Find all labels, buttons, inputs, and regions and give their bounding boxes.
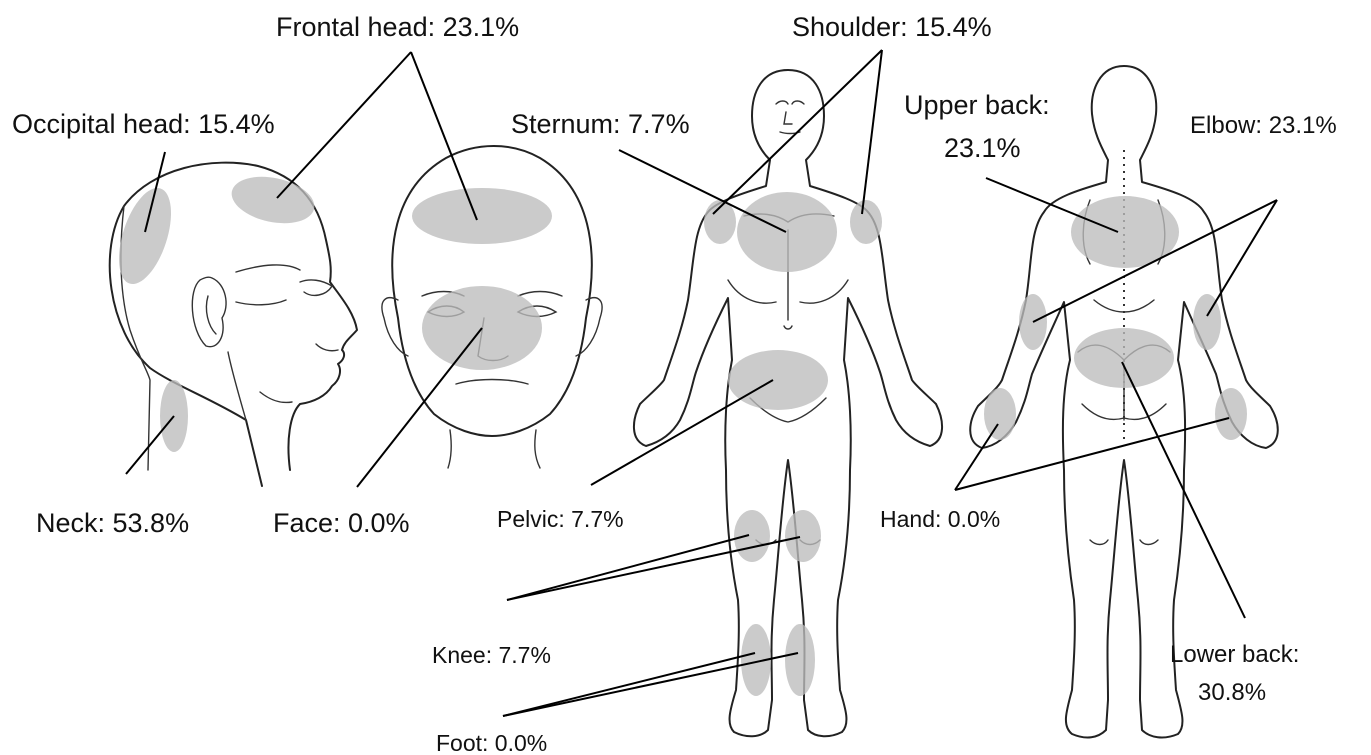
label-pelvic: Pelvic: 7.7% (497, 506, 624, 532)
label-foot: Foot: 0.0% (436, 730, 547, 755)
pain-area-foot-left (785, 624, 815, 696)
pain-area-knee-left (785, 510, 821, 562)
label-upper-back-line2: 23.1% (944, 133, 1021, 163)
leader-knee-right (507, 535, 749, 600)
pain-area-elbow-left (1193, 294, 1221, 350)
leader-pelvic (591, 380, 773, 485)
label-neck: Neck: 53.8% (36, 508, 189, 538)
label-frontal-head: Frontal head: 23.1% (276, 12, 519, 42)
head-side-view (109, 163, 357, 486)
pain-area-lower-back (1074, 328, 1174, 388)
pain-area-occipital-head (109, 182, 182, 291)
label-hand: Hand: 0.0% (880, 506, 1000, 532)
leader-face (357, 328, 482, 487)
head-front-view (382, 146, 602, 468)
body-back-view (970, 66, 1278, 737)
label-occipital-head: Occipital head: 15.4% (12, 109, 275, 139)
label-shoulder: Shoulder: 15.4% (792, 12, 992, 42)
pain-area-hand-right (984, 388, 1016, 440)
pain-area-frontal-head-side (227, 170, 318, 231)
label-face: Face: 0.0% (273, 508, 410, 538)
body-front-view (634, 70, 942, 736)
label-elbow: Elbow: 23.1% (1190, 112, 1337, 139)
pain-area-frontal-head-front (412, 188, 552, 244)
leader-knee-left (507, 537, 800, 600)
leader-shoulder-left (862, 50, 882, 214)
pain-area-knee-right (734, 510, 770, 562)
pain-area-sternum (737, 192, 837, 272)
label-knee: Knee: 7.7% (432, 642, 551, 668)
label-upper-back-line1: Upper back: (904, 90, 1050, 120)
leader-frontal-head-side (277, 52, 411, 198)
label-lower-back-line1: Lower back: (1170, 641, 1299, 668)
pain-area-hand-left (1215, 388, 1247, 440)
leader-shoulder-right (713, 50, 882, 214)
label-lower-back-line2: 30.8% (1198, 679, 1266, 706)
pain-area-shoulder-left (850, 200, 882, 244)
pain-area-pelvic (728, 350, 828, 410)
label-sternum: Sternum: 7.7% (511, 109, 690, 139)
